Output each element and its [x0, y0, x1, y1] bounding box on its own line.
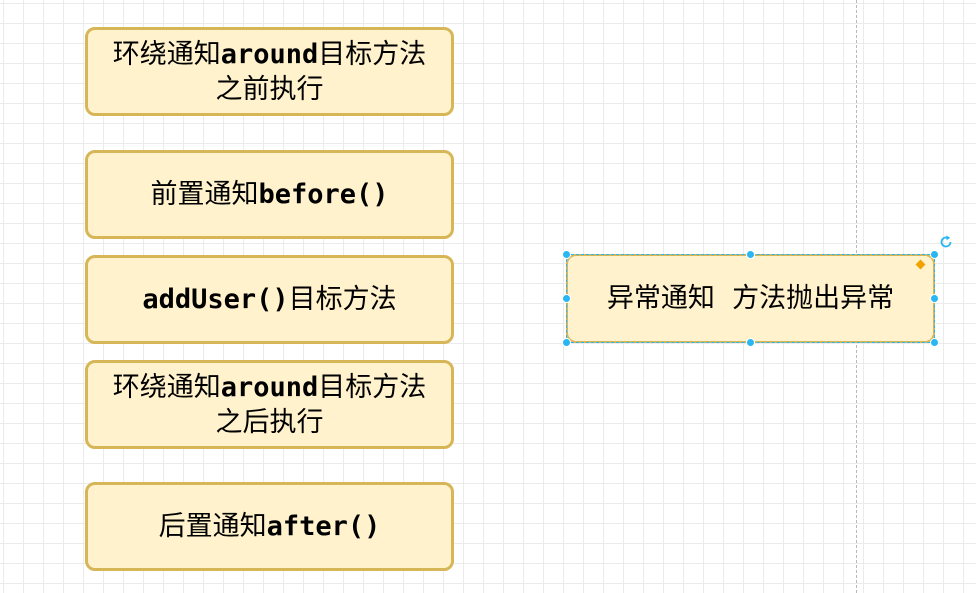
rotate-icon[interactable]	[938, 234, 954, 250]
node-around-before-line2: 之前执行	[215, 73, 324, 105]
node-target-method-label: addUser()目标方法	[142, 284, 397, 315]
node-around-after[interactable]: 环绕通知around目标方法 之后执行	[85, 360, 454, 449]
resize-handle-sw[interactable]	[562, 338, 571, 347]
node-around-after-line2: 之后执行	[215, 406, 324, 438]
node-target-method[interactable]: addUser()目标方法	[85, 255, 454, 344]
node-after-advice-label: 后置通知after()	[158, 511, 381, 542]
node-after-advice[interactable]: 后置通知after()	[85, 482, 454, 571]
resize-handle-e[interactable]	[930, 294, 939, 303]
node-exception-advice-label: 异常通知 方法抛出异常	[606, 283, 895, 314]
node-exception-advice[interactable]: 异常通知 方法抛出异常	[566, 254, 935, 343]
resize-handle-n[interactable]	[746, 250, 755, 259]
resize-handle-nw[interactable]	[562, 250, 571, 259]
resize-handle-ne[interactable]	[930, 250, 939, 259]
resize-handle-se[interactable]	[930, 338, 939, 347]
node-around-after-line1: 环绕通知around目标方法	[112, 371, 427, 403]
node-before-advice[interactable]: 前置通知before()	[85, 150, 454, 239]
node-around-before-line1: 环绕通知around目标方法	[112, 38, 427, 70]
node-around-before[interactable]: 环绕通知around目标方法 之前执行	[85, 27, 454, 116]
resize-handle-w[interactable]	[562, 294, 571, 303]
node-before-advice-label: 前置通知before()	[150, 179, 389, 210]
resize-handle-s[interactable]	[746, 338, 755, 347]
